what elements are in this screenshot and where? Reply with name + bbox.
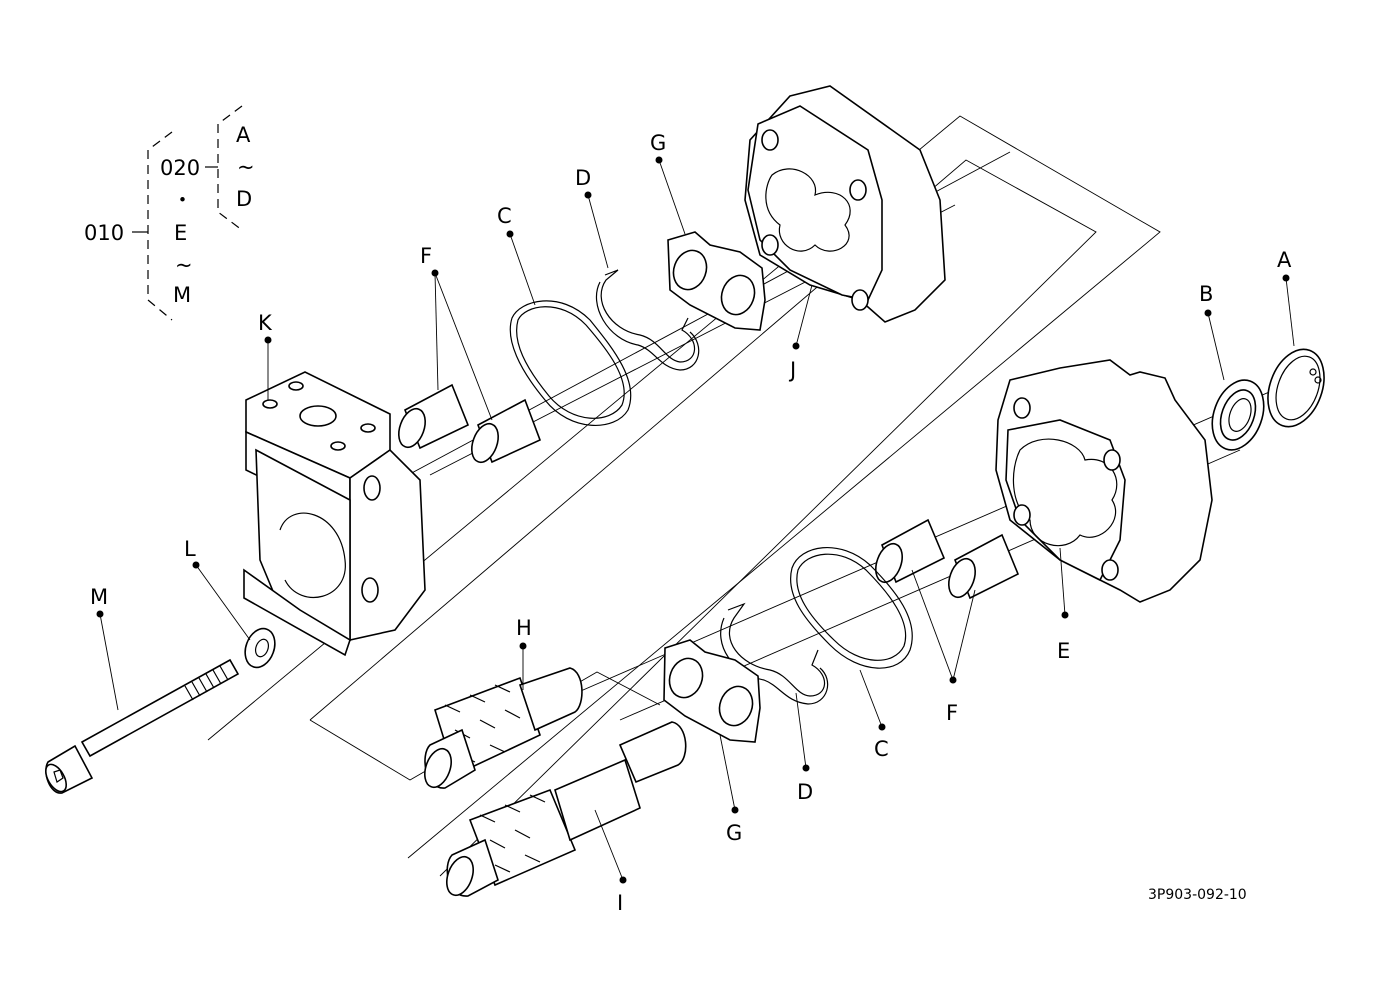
part-D-lower-backup-ring (720, 602, 829, 705)
part-G-upper-plate (667, 231, 766, 331)
root-range-start: E (174, 221, 187, 245)
part-H-driven-gear (424, 667, 583, 789)
part-K-front-cover (243, 371, 426, 657)
part-A-snap-ring (1267, 348, 1325, 428)
callout-H: H (516, 616, 532, 640)
part-F-lower-bushings (875, 518, 1020, 600)
callout-D-upper: D (575, 166, 591, 190)
part-I-drive-gear-shaft (446, 721, 687, 897)
callout-D-lower: D (797, 780, 813, 804)
assembly-sub-label: 020 (160, 156, 200, 180)
callout-G-lower: G (726, 821, 742, 845)
part-F-upper-bushings (398, 383, 542, 464)
callout-F-lower: F (946, 701, 958, 725)
part-M-cap-screw (44, 658, 240, 794)
callout-F-upper: F (420, 244, 432, 268)
callout-M: M (90, 585, 108, 609)
callout-B: B (1199, 282, 1213, 306)
callout-E: E (1057, 639, 1070, 663)
sub-range-end: D (236, 187, 252, 211)
callout-I: I (617, 891, 623, 915)
leader-lines (99, 159, 1295, 881)
part-C-upper-seal (509, 300, 632, 427)
sub-range-start: A (236, 123, 251, 147)
callout-K: K (258, 311, 273, 335)
root-range-tilde: ~ (175, 253, 193, 277)
callout-A: A (1277, 248, 1292, 272)
callout-labels: K F C D G J A B E F C D G H I L M (90, 131, 1292, 915)
part-C-lower-seal (790, 546, 913, 669)
callout-G-upper: G (650, 131, 666, 155)
assembly-tree: 010 020 A ~ D ・ E ~ M (84, 105, 255, 321)
part-G-lower-plate (663, 639, 761, 743)
assembly-bullet: ・ (172, 188, 193, 212)
part-J-rear-cover (744, 85, 946, 323)
callout-dots (96, 156, 1290, 884)
root-range-end: M (173, 283, 191, 307)
callout-L: L (184, 537, 196, 561)
callout-C-upper: C (497, 204, 512, 228)
part-B-oil-seal (1211, 379, 1265, 451)
callout-C-lower: C (874, 737, 889, 761)
sub-range-tilde: ~ (237, 155, 255, 179)
assembly-root-label: 010 (84, 221, 124, 245)
part-D-upper-backup-ring (595, 269, 700, 371)
part-E-pump-body (995, 359, 1213, 603)
part-L-washer (244, 627, 276, 669)
callout-J: J (788, 358, 796, 382)
drawing-number: 3P903-092-10 (1148, 887, 1247, 903)
